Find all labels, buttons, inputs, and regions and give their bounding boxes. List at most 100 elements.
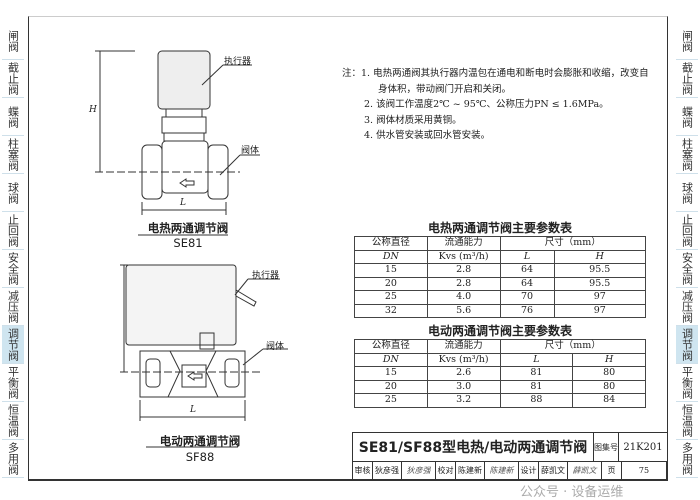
- table2-h-size: 尺寸（mm）: [499, 339, 646, 354]
- signature-cell: 75: [622, 462, 667, 479]
- table-cell: 20: [354, 379, 428, 394]
- side-tab-right[interactable]: 安全阀: [676, 250, 698, 288]
- table-cell: 32: [354, 303, 428, 318]
- side-tab-right[interactable]: 多用阀: [676, 440, 698, 478]
- sf88-body-label: 阀体: [266, 342, 285, 352]
- note-3: 3. 阀体材质采用黄铜。: [364, 114, 462, 126]
- table-cell: 2.6: [426, 366, 501, 381]
- table-cell: 70: [499, 290, 555, 305]
- signature-cell: 校对: [436, 462, 456, 479]
- table2-h-l: L: [499, 352, 574, 367]
- table-cell: 84: [572, 393, 646, 408]
- side-tab-right[interactable]: 球阀: [676, 174, 698, 212]
- notes: 注：1. 电热两通阀其执行器内温包在通电和断电时会膨胀和收缩，改变自 身体积，带…: [342, 66, 664, 144]
- note-1-cont: 身体积，带动阀门开启和关闭。: [378, 83, 512, 95]
- table-cell: 15: [354, 263, 428, 278]
- side-tab-right[interactable]: 平衡阀: [676, 364, 698, 402]
- signature-cell: 页: [602, 462, 622, 479]
- table-cell: 20: [354, 276, 428, 291]
- table-cell: 4.0: [426, 290, 501, 305]
- table-cell: 15: [354, 366, 428, 381]
- atlas-label: 图集号: [594, 433, 619, 461]
- signature-cell: 设计: [519, 462, 539, 479]
- table-cell: 80: [572, 379, 646, 394]
- table2-h-h: H: [572, 352, 646, 367]
- signature-cell: 陈建新: [485, 462, 519, 479]
- table-cell: 97: [553, 303, 646, 318]
- table-cell: 95.5: [553, 276, 646, 291]
- table-cell: 2.8: [426, 263, 501, 278]
- table-cell: 64: [499, 276, 555, 291]
- table1-h-l: L: [499, 249, 555, 264]
- table2-h-dn: 公称直径: [354, 339, 428, 354]
- se81-body-label: 阀体: [241, 146, 260, 156]
- side-tab-right[interactable]: 截止阀: [676, 60, 698, 98]
- table2-h-dn2: DN: [354, 352, 428, 367]
- side-tab-right[interactable]: 蝶阀: [676, 98, 698, 136]
- table-cell: 3.0: [426, 379, 501, 394]
- se81-valve-drawing: [95, 50, 260, 236]
- signature-cell: 薛凯文: [539, 462, 568, 479]
- side-tab-left[interactable]: 闸阀: [2, 22, 24, 60]
- se81-actuator-label: 执行器: [224, 57, 252, 67]
- side-tab-left[interactable]: 多用阀: [2, 440, 24, 478]
- side-tab-left[interactable]: 柱塞阀: [2, 136, 24, 174]
- table-cell: 88: [499, 393, 574, 408]
- signature-cell: 薛凯文: [568, 462, 602, 479]
- table2-h-kv2: Kvs (m³/h): [426, 352, 501, 367]
- side-tab-left[interactable]: 球阀: [2, 174, 24, 212]
- watermark: 公众号 · 设备运维: [520, 485, 624, 500]
- side-tabs-right: 闸阀截止阀蝶阀柱塞阀球阀止回阀安全阀减压阀调节阀平衡阀恒温阀多用阀: [676, 22, 698, 478]
- side-tab-right[interactable]: 恒温阀: [676, 402, 698, 440]
- side-tab-left[interactable]: 平衡阀: [2, 364, 24, 402]
- side-tab-left[interactable]: 安全阀: [2, 250, 24, 288]
- side-tab-left[interactable]: 止回阀: [2, 212, 24, 250]
- table-cell: 76: [499, 303, 555, 318]
- drawing-frame: [28, 16, 668, 481]
- side-tab-right[interactable]: 调节阀: [676, 326, 698, 364]
- table-cell: 81: [499, 366, 574, 381]
- side-tab-left[interactable]: 蝶阀: [2, 98, 24, 136]
- side-tab-right[interactable]: 柱塞阀: [676, 136, 698, 174]
- side-tab-right[interactable]: 闸阀: [676, 22, 698, 60]
- table1-title: 电热两通调节阀主要参数表: [427, 221, 572, 235]
- side-tab-right[interactable]: 减压阀: [676, 288, 698, 326]
- signature-cell: 狄彦强: [402, 462, 436, 479]
- table-cell: 97: [553, 290, 646, 305]
- signature-cell: 审核: [353, 462, 373, 479]
- sf88-model: SF88: [185, 450, 215, 464]
- table1-h-h: H: [553, 249, 646, 264]
- table1-h-kv: 流通能力: [426, 236, 501, 251]
- drawing-title: SE81/SF88型电热/电动两通调节阀: [353, 433, 594, 461]
- side-tab-left[interactable]: 减压阀: [2, 288, 24, 326]
- side-tab-left[interactable]: 截止阀: [2, 60, 24, 98]
- table-cell: 2.8: [426, 276, 501, 291]
- table-cell: 64: [499, 263, 555, 278]
- se81-dim-l: L: [180, 198, 186, 208]
- sf88-valve-drawing: [120, 264, 288, 448]
- note-4: 4. 供水管安装或回水管安装。: [364, 130, 491, 141]
- se81-caption: 电热两通调节阀: [147, 221, 229, 235]
- side-tab-right[interactable]: 止回阀: [676, 212, 698, 250]
- table-cell: 3.2: [426, 393, 501, 408]
- side-tab-left[interactable]: 恒温阀: [2, 402, 24, 440]
- se81-dim-h: H: [89, 105, 97, 115]
- table-cell: 95.5: [553, 263, 646, 278]
- sf88-dim-l: L: [190, 405, 196, 415]
- sf88-caption: 电动两通调节阀: [159, 434, 241, 448]
- title-block: SE81/SF88型电热/电动两通调节阀 图集号 21K201 审核狄彦强狄彦强…: [352, 432, 667, 479]
- table1-header-row: 公称直径流通能力尺寸（mm）: [354, 236, 646, 251]
- table-cell: 81: [499, 379, 574, 394]
- side-tab-left[interactable]: 调节阀: [2, 326, 24, 364]
- table-cell: 80: [572, 366, 646, 381]
